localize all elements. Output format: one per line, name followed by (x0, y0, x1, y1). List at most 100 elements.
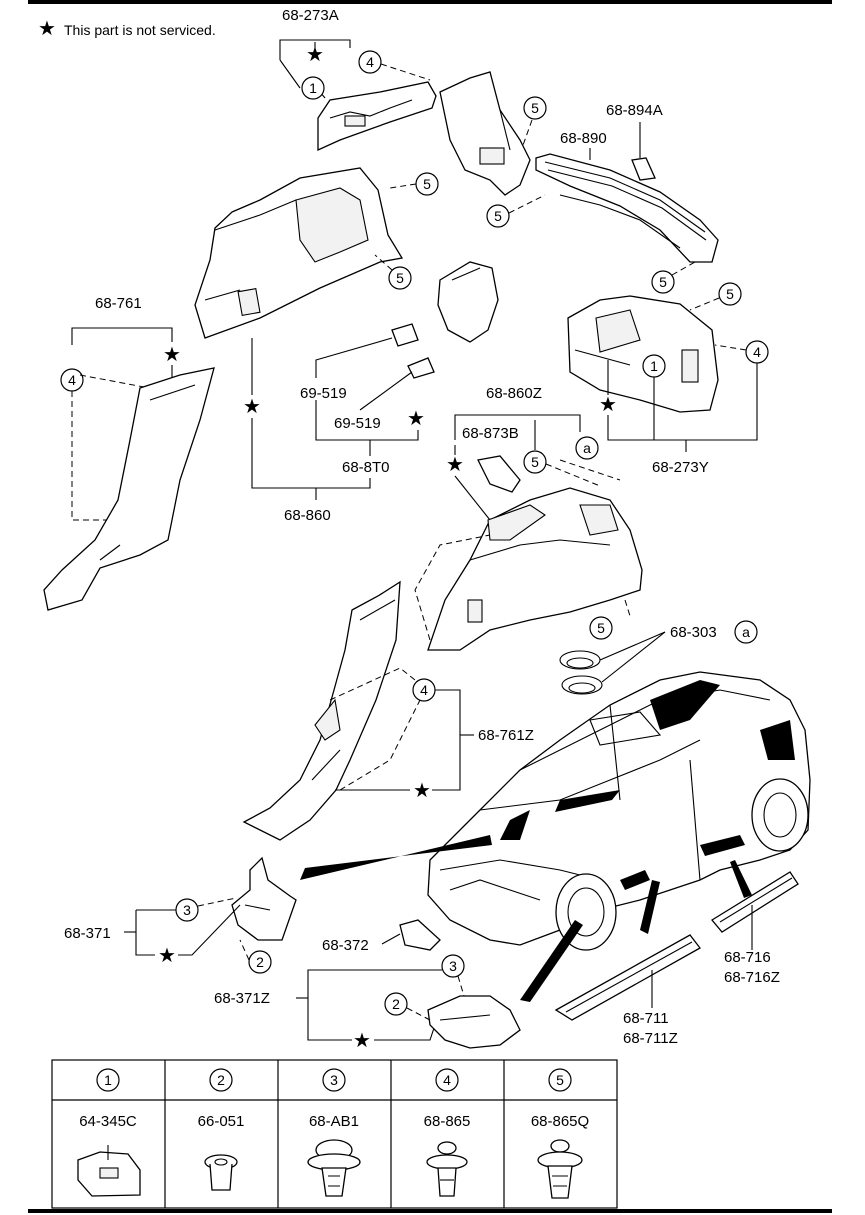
legend-part-64-345C: 64-345C (79, 1113, 137, 1130)
svg-text:1: 1 (650, 358, 658, 374)
pillar-trim-68-761 (43, 367, 215, 611)
vehicle-illustration (427, 671, 811, 951)
label-68-716: 68-716 (724, 949, 771, 966)
service-note: This part is not serviced. (64, 22, 216, 38)
svg-text:5: 5 (659, 274, 667, 290)
svg-text:2: 2 (217, 1072, 225, 1088)
label-68-273Y: 68-273Y (652, 459, 709, 476)
push-rivet-q-icon (537, 1139, 583, 1199)
svg-text:★: ★ (353, 1028, 371, 1052)
label-68-860: 68-860 (284, 507, 331, 524)
svg-text:★: ★ (599, 392, 617, 416)
label-68-761Z: 68-761Z (478, 727, 534, 744)
svg-text:4: 4 (366, 54, 374, 70)
marker-2 (248, 950, 272, 974)
marker-5 (523, 96, 547, 120)
scuff-plate-68-890 (535, 153, 719, 263)
svg-text:5: 5 (556, 1072, 564, 1088)
label-68-371Z: 68-371Z (214, 990, 270, 1007)
svg-text:5: 5 (423, 176, 431, 192)
push-rivet-icon (426, 1141, 468, 1197)
marker-5 (651, 270, 675, 294)
seat-back-trim (437, 261, 499, 343)
label-68-8T0: 68-8T0 (342, 459, 390, 476)
label-68-372: 68-372 (322, 937, 369, 954)
marker-2 (384, 992, 408, 1016)
legend-part-66-051: 66-051 (198, 1113, 245, 1130)
sill-plate-68-716 (711, 871, 799, 933)
svg-text:a: a (583, 440, 591, 456)
ring-68-303 (559, 650, 601, 670)
svg-text:★: ★ (407, 406, 425, 430)
svg-text:4: 4 (753, 344, 761, 360)
legend-key-3 (322, 1068, 346, 1092)
svg-text:4: 4 (443, 1072, 451, 1088)
quarter-trim-upper (194, 167, 404, 339)
nut-fastener-icon (204, 1154, 238, 1191)
pillar-trim-68-761Z (242, 580, 401, 841)
svg-text:★: ★ (243, 394, 261, 418)
marker-a (734, 620, 758, 644)
top-rule (28, 0, 832, 4)
bracket-68-273A: 68-273A ★ (279, 7, 351, 99)
label-68-761: 68-761 (95, 295, 142, 312)
label-68-860Z: 68-860Z (486, 385, 542, 402)
upper-pillar-trim (439, 71, 531, 196)
svg-text:a: a (742, 624, 750, 640)
marker-3 (441, 954, 465, 978)
trim-68-273Y (567, 295, 719, 413)
leader-wedge (520, 920, 583, 1002)
trim-68-273A (317, 81, 437, 152)
svg-text:★: ★ (306, 42, 324, 66)
marker-5 (486, 204, 510, 228)
clip-68-894A (631, 157, 656, 181)
label-68-716Z: 68-716Z (724, 969, 780, 986)
bottom-rule (28, 1209, 832, 1213)
quarter-trim-lower (427, 487, 643, 651)
svg-text:★: ★ (158, 943, 176, 967)
label-68-711Z: 68-711Z (623, 1030, 678, 1047)
svg-text:5: 5 (726, 286, 734, 302)
legend-key-2 (209, 1068, 233, 1092)
svg-text:2: 2 (256, 954, 264, 970)
clip-69-519 (391, 323, 419, 347)
svg-text:1: 1 (104, 1072, 112, 1088)
svg-text:5: 5 (531, 100, 539, 116)
marker-5 (589, 616, 613, 640)
svg-text:★: ★ (413, 778, 431, 802)
svg-text:1: 1 (309, 80, 317, 96)
svg-text:5: 5 (494, 208, 502, 224)
legend-key-1 (96, 1068, 120, 1092)
svg-text:4: 4 (420, 682, 428, 698)
label-68-873B: 68-873B (462, 425, 519, 442)
clip-fastener-icon (77, 1145, 141, 1197)
label-68-273A: 68-273A (282, 7, 339, 24)
svg-text:★: ★ (163, 342, 181, 366)
marker-4 (358, 50, 382, 74)
label-68-890: 68-890 (560, 130, 607, 147)
legend-part-68-AB1: 68-AB1 (309, 1113, 359, 1130)
leader-wedge (730, 860, 752, 898)
svg-text:3: 3 (330, 1072, 338, 1088)
svg-text:★: ★ (446, 452, 464, 476)
star-icon: ★ (38, 16, 56, 40)
svg-text:4: 4 (68, 372, 76, 388)
legend-key-5 (548, 1068, 572, 1092)
legend-part-68-865Q: 68-865Q (531, 1113, 589, 1130)
clip-69-519 (407, 357, 435, 379)
cover-68-873B (477, 455, 521, 493)
sill-plate-68-711 (554, 934, 701, 1021)
push-clip-icon (307, 1139, 361, 1197)
marker-5 (523, 450, 547, 474)
label-68-303: 68-303 (670, 624, 717, 641)
svg-text:5: 5 (531, 454, 539, 470)
svg-text:2: 2 (392, 996, 400, 1012)
fastener-legend: 1 2 3 4 5 64-345C 66-051 68-AB1 68-865 6… (51, 1059, 618, 1209)
marker-5 (388, 266, 412, 290)
trim-68-371 (231, 856, 297, 941)
legend-part-68-865: 68-865 (424, 1113, 471, 1130)
ring-68-303 (561, 675, 603, 695)
clip-68-372 (399, 919, 441, 951)
leader-wedge (640, 880, 660, 934)
